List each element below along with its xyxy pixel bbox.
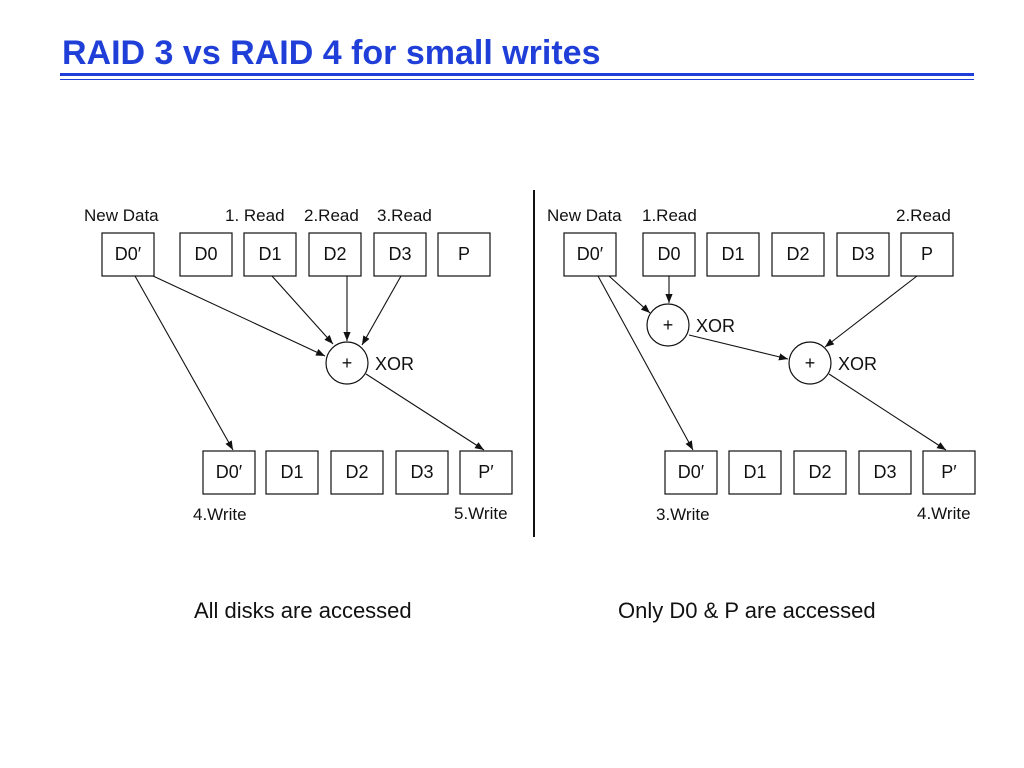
raid4-top-disk-p: P <box>900 232 954 277</box>
raid4-xor-node-1: + <box>646 303 690 347</box>
arrow <box>134 275 234 451</box>
arrow <box>688 334 789 361</box>
xor-symbol: + <box>805 353 816 373</box>
raid3-write-label-2: 5.Write <box>454 504 508 523</box>
arrow <box>152 275 326 357</box>
disk-label: D0 <box>194 244 217 264</box>
raid4-top-disk-d3: D3 <box>836 232 890 277</box>
page-title: RAID 3 vs RAID 4 for small writes <box>62 34 601 72</box>
arrow <box>608 275 651 314</box>
title-underline-thin <box>60 79 974 80</box>
raid4-write-label-2: 4.Write <box>917 504 971 523</box>
raid3-write-label-1: 4.Write <box>193 505 247 524</box>
disk-label: D0 <box>657 244 680 264</box>
raid3-top-disk-d0prime: D0′ <box>101 232 155 277</box>
arrow <box>828 373 947 451</box>
raid4-xor-node-2: + <box>788 341 832 385</box>
raid4-caption: Only D0 & P are accessed <box>618 598 876 623</box>
disk-label: P <box>458 244 470 264</box>
raid3-caption: All disks are accessed <box>194 598 412 623</box>
raid3-bottom-disk-d3: D3 <box>395 450 449 495</box>
disk-label: P′ <box>478 462 494 482</box>
raid4-bottom-disk-d3: D3 <box>858 450 912 495</box>
raid4-read-label-1: 1.Read <box>642 206 697 225</box>
raid3-new-data-label: New Data <box>84 206 159 225</box>
disk-label: D1 <box>280 462 303 482</box>
disk-label: P′ <box>941 462 957 482</box>
disk-label: D3 <box>410 462 433 482</box>
raid4-top-disk-d2: D2 <box>771 232 825 277</box>
disk-label: D0′ <box>216 462 243 482</box>
raid3-bottom-disk-d0prime: D0′ <box>202 450 256 495</box>
disk-label: D1 <box>721 244 744 264</box>
disk-label: P <box>921 244 933 264</box>
disk-label: D3 <box>873 462 896 482</box>
disk-label: D2 <box>345 462 368 482</box>
raid3-panel: New Data 1. Read 2.Read 3.Read D0′ D0 D1… <box>84 206 513 623</box>
disk-label: D0′ <box>115 244 142 264</box>
raid3-top-disk-d3: D3 <box>373 232 427 277</box>
raid3-bottom-disk-d2: D2 <box>330 450 384 495</box>
disk-label: D2 <box>786 244 809 264</box>
disk-label: D1 <box>258 244 281 264</box>
arrow <box>361 275 402 346</box>
raid3-read-label-2: 2.Read <box>304 206 359 225</box>
disk-label: D0′ <box>577 244 604 264</box>
raid4-top-disk-d0: D0 <box>642 232 696 277</box>
disk-label: D1 <box>743 462 766 482</box>
raid4-bottom-disk-d0prime: D0′ <box>664 450 718 495</box>
xor-symbol: + <box>342 353 353 373</box>
raid3-top-disk-d0: D0 <box>179 232 233 277</box>
raid4-panel: New Data 1.Read 2.Read D0′ D0 D1 D2 D3 P <box>547 206 976 623</box>
raid4-bottom-disk-d2: D2 <box>793 450 847 495</box>
arrow <box>365 373 485 451</box>
raid3-bottom-disk-pprime: P′ <box>459 450 513 495</box>
disk-label: D3 <box>851 244 874 264</box>
raid3-xor-label: XOR <box>375 354 414 374</box>
raid3-top-disk-d2: D2 <box>308 232 362 277</box>
raid4-top-disk-d1: D1 <box>706 232 760 277</box>
arrow <box>597 275 694 451</box>
raid4-top-disk-d0prime: D0′ <box>563 232 617 277</box>
raid4-new-data-label: New Data <box>547 206 622 225</box>
raid4-read-label-2: 2.Read <box>896 206 951 225</box>
xor-symbol: + <box>663 315 674 335</box>
raid3-read-label-3: 3.Read <box>377 206 432 225</box>
disk-label: D0′ <box>678 462 705 482</box>
disk-label: D2 <box>323 244 346 264</box>
raid4-bottom-disk-pprime: P′ <box>922 450 976 495</box>
arrow <box>824 275 918 348</box>
raid3-top-disk-p: P <box>437 232 491 277</box>
disk-label: D3 <box>388 244 411 264</box>
raid4-write-label-1: 3.Write <box>656 505 710 524</box>
title-underline <box>60 73 974 76</box>
raid3-bottom-disk-d1: D1 <box>265 450 319 495</box>
raid3-xor-node: + <box>325 341 369 385</box>
raid4-xor-label-2: XOR <box>838 354 877 374</box>
raid4-bottom-disk-d1: D1 <box>728 450 782 495</box>
raid4-xor-label-1: XOR <box>696 316 735 336</box>
raid3-read-label-1: 1. Read <box>225 206 285 225</box>
disk-label: D2 <box>808 462 831 482</box>
raid3-top-disk-d1: D1 <box>243 232 297 277</box>
arrow <box>271 275 334 345</box>
